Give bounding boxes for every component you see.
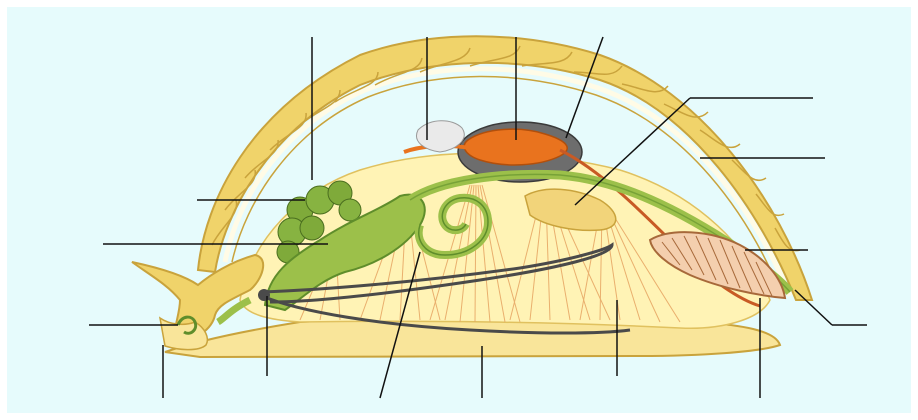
cerebral-ganglion bbox=[258, 289, 270, 301]
mollusc-anatomy-diagram bbox=[7, 7, 911, 413]
diagram-panel bbox=[7, 7, 911, 413]
